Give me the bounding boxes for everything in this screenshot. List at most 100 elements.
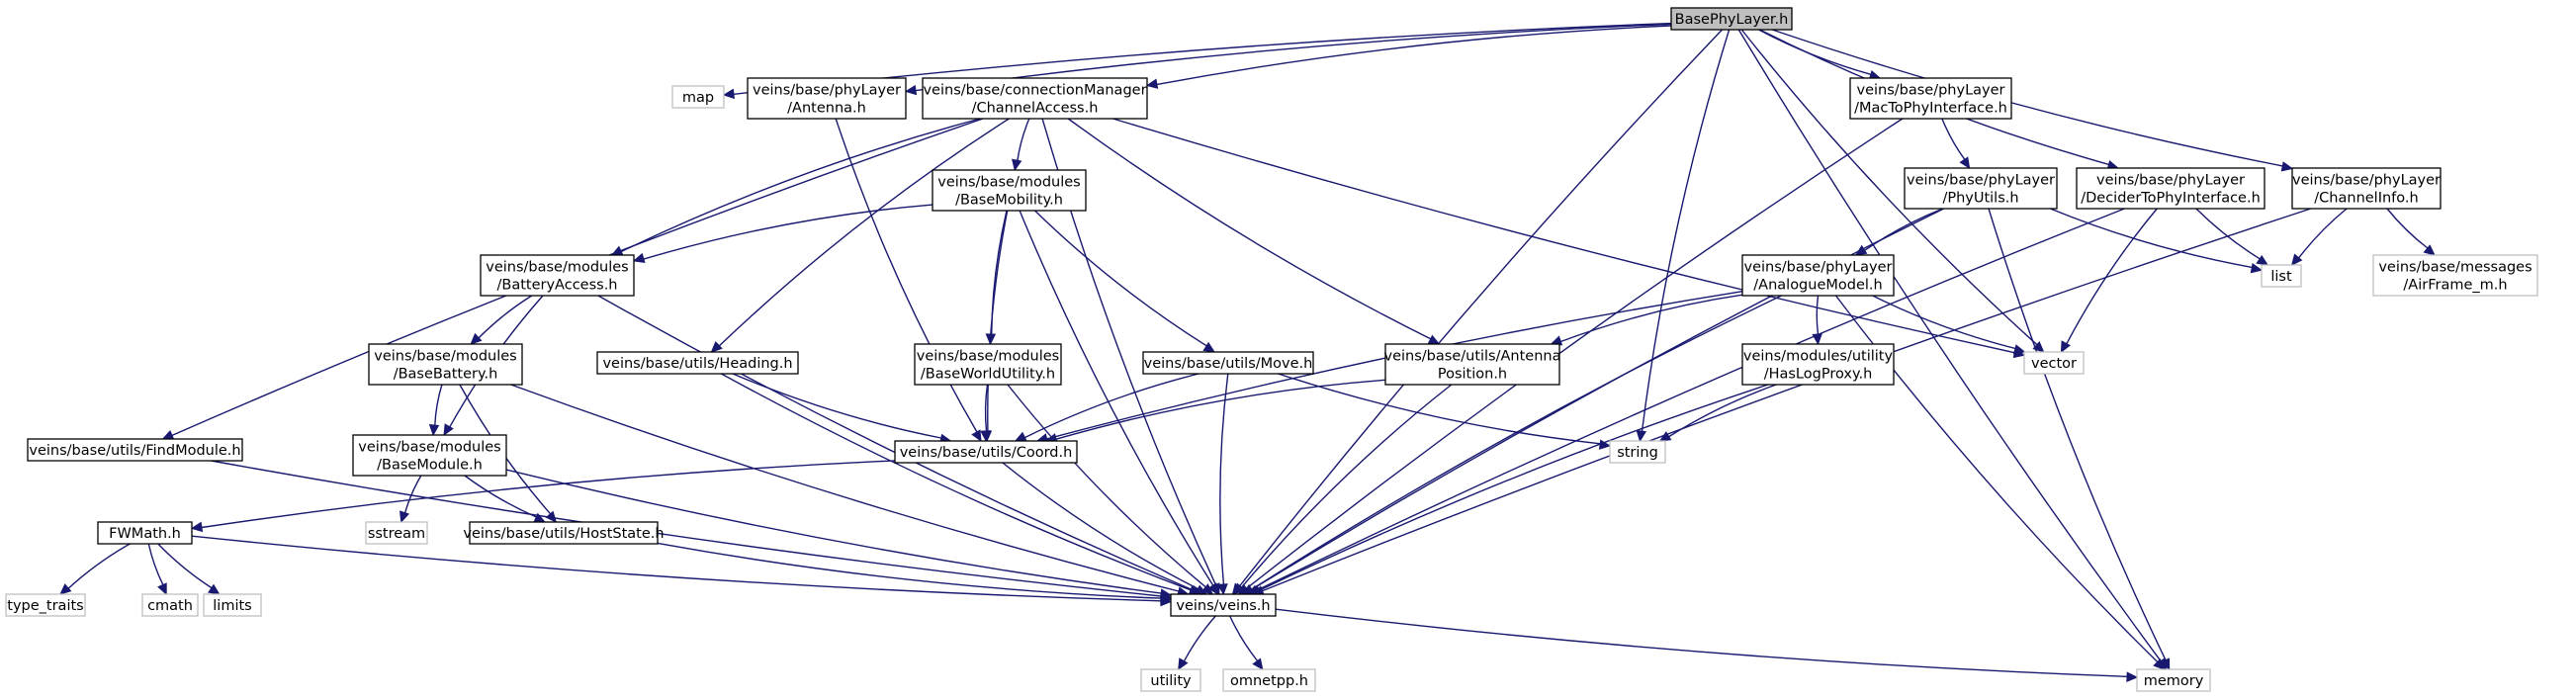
node-label-line: veins/base/phyLayer xyxy=(1907,173,2055,189)
edge-phyutils-to-memory xyxy=(1988,208,2171,671)
edge-phyutils-to-list xyxy=(2050,208,2264,274)
node-decidertophy[interactable]: veins/base/phyLayer/DeciderToPhyInterfac… xyxy=(2076,167,2265,210)
node-batteryaccess[interactable]: veins/base/modules/BatteryAccess.h xyxy=(480,254,635,297)
node-box xyxy=(480,254,635,297)
node-root[interactable]: BasePhyLayer.h xyxy=(1670,7,1793,31)
node-box xyxy=(1849,77,2012,120)
node-cmath: cmath xyxy=(141,593,199,617)
edge-antennaposition-to-coord xyxy=(1045,379,1386,444)
edge-line xyxy=(157,543,213,589)
arrowhead xyxy=(971,429,982,443)
node-channelaccess[interactable]: veins/base/connectionManager/ChannelAcce… xyxy=(922,77,1148,120)
node-omnetpp: omnetpp.h xyxy=(1222,668,1316,692)
edge-line xyxy=(1256,208,2125,591)
node-utility: utility xyxy=(1140,668,1201,692)
edge-root-to-veins xyxy=(1231,29,1724,595)
node-channelinfo[interactable]: veins/base/phyLayer/ChannelInfo.h xyxy=(2291,167,2442,210)
edge-line xyxy=(732,373,941,439)
node-analoguemodel[interactable]: veins/base/phyLayer/AnalogueModel.h xyxy=(1741,254,1895,297)
arrowhead xyxy=(1207,582,1218,596)
node-box xyxy=(894,440,1078,464)
node-hoststate[interactable]: veins/base/utils/HostState.h xyxy=(463,521,665,545)
node-label-line: limits xyxy=(213,598,251,614)
edge-root-to-antenna xyxy=(904,23,1672,96)
node-fwmath[interactable]: FWMath.h xyxy=(97,521,193,545)
edge-basebattery-to-basemodule xyxy=(428,384,443,437)
edge-line xyxy=(67,543,131,589)
node-move[interactable]: veins/base/utils/Move.h xyxy=(1142,351,1314,375)
edge-line xyxy=(1019,210,1214,586)
arrowhead xyxy=(1217,583,1228,596)
node-label-line: veins/base/phyLayer xyxy=(1743,260,1892,276)
node-box xyxy=(1741,254,1895,297)
edge-line xyxy=(1275,608,2128,677)
node-box xyxy=(1741,343,1895,386)
edge-batteryaccess-to-basebattery xyxy=(470,295,533,345)
edge-fwmath-to-cmath xyxy=(147,543,167,596)
node-box xyxy=(27,438,243,462)
node-label-line: /ChannelAccess.h xyxy=(972,101,1099,117)
edge-line xyxy=(147,543,164,585)
edge-line xyxy=(1758,29,1872,75)
node-mactophy[interactable]: veins/base/phyLayer/MacToPhyInterface.h xyxy=(1849,77,2012,120)
arrowhead xyxy=(161,429,175,440)
arrowhead xyxy=(1812,333,1822,346)
edge-line xyxy=(1007,384,1206,588)
node-heading[interactable]: veins/base/utils/Heading.h xyxy=(596,351,799,375)
node-findmodule[interactable]: veins/base/utils/FindModule.h xyxy=(27,438,243,462)
edge-line xyxy=(1219,373,1229,585)
edge-line xyxy=(1246,118,1904,589)
node-box xyxy=(932,169,1087,212)
edge-antenna-to-coord xyxy=(835,118,982,443)
node-label-line: /HasLogProxy.h xyxy=(1764,367,1873,383)
arrowhead xyxy=(1252,657,1264,670)
node-limits: limits xyxy=(203,593,262,617)
node-box xyxy=(1904,167,2058,210)
edge-line xyxy=(1017,118,1030,161)
node-label-line: veins/base/messages xyxy=(2378,260,2532,276)
edge-line xyxy=(1002,462,1199,590)
node-veins[interactable]: veins/veins.h xyxy=(1170,593,1277,617)
node-box xyxy=(141,593,199,617)
arrowhead xyxy=(1014,431,1027,442)
node-label-line: FWMath.h xyxy=(109,526,181,542)
edge-haslogproxy-to-string xyxy=(1658,384,1777,442)
node-basemobility[interactable]: veins/base/modules/BaseMobility.h xyxy=(932,169,1087,212)
node-label-line: /AnalogueModel.h xyxy=(1753,278,1882,294)
node-box xyxy=(1170,593,1277,617)
edge-veins-to-omnetpp xyxy=(1229,615,1264,670)
node-haslogproxy[interactable]: veins/modules/utility/HasLogProxy.h xyxy=(1741,343,1895,386)
node-label-line: veins/modules/utility xyxy=(1743,349,1894,365)
node-label-line: veins/base/utils/FindModule.h xyxy=(29,443,240,459)
node-vector: vector xyxy=(2023,351,2085,375)
edge-line xyxy=(1262,208,2312,592)
node-baseworldutility[interactable]: veins/base/modules/BaseWorldUtility.h xyxy=(914,343,1062,386)
node-antenna[interactable]: veins/base/phyLayer/Antenna.h xyxy=(747,77,907,120)
arrowhead xyxy=(2250,263,2264,274)
node-label-line: veins/base/utils/Move.h xyxy=(1144,356,1313,372)
node-phyutils[interactable]: veins/base/phyLayer/PhyUtils.h xyxy=(1904,167,2058,210)
node-box xyxy=(97,521,193,545)
edge-antennaposition-to-veins xyxy=(1233,384,1453,595)
arrowhead xyxy=(980,430,991,443)
node-label-line: omnetpp.h xyxy=(1230,673,1308,689)
edge-hoststate-to-veins xyxy=(657,542,1173,605)
node-label-line: veins/base/utils/Heading.h xyxy=(602,356,792,372)
node-label-line: /BaseWorldUtility.h xyxy=(921,367,1055,383)
edge-line xyxy=(984,384,989,432)
node-basebattery[interactable]: veins/base/modules/BaseBattery.h xyxy=(368,343,523,386)
node-label-line: string xyxy=(1617,445,1658,461)
node-coord[interactable]: veins/base/utils/Coord.h xyxy=(894,440,1078,464)
edge-veins-to-utility xyxy=(1178,615,1216,671)
edge-fwmath-to-type_traits xyxy=(59,543,131,595)
edge-line xyxy=(1067,118,1432,340)
node-basemodule[interactable]: veins/base/modules/BaseModule.h xyxy=(352,434,507,477)
edge-line xyxy=(1941,118,1966,160)
edge-line xyxy=(1816,295,1820,335)
node-box xyxy=(2136,668,2211,692)
node-box xyxy=(1142,351,1314,375)
edge-line xyxy=(1259,384,1769,591)
edge-line xyxy=(1872,295,2016,350)
